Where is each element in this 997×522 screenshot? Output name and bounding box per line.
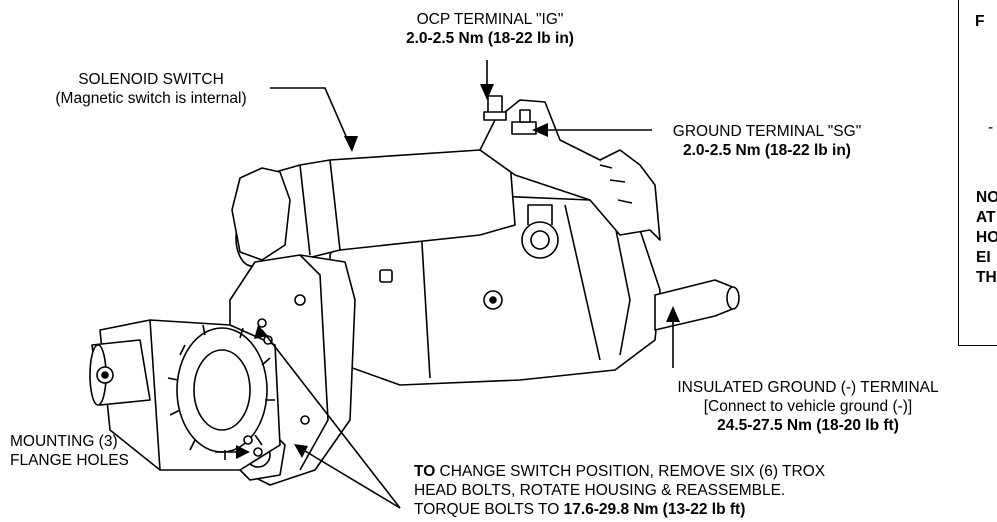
side-note-line-5: TH [976,269,997,286]
ocp-terminal-name: OCP TERMINAL "IG" [416,11,564,28]
switch-position-prefix: TORQUE BOLTS TO [414,501,564,518]
solenoid-switch-note: (Magnetic switch is internal) [55,90,247,107]
side-note-line-4: EI [976,249,991,266]
ground-terminal-torque: 2.0-2.5 Nm (18-22 lb in) [683,142,851,159]
solenoid-switch-label: SOLENOID SWITCH (Magnetic switch is inte… [12,70,290,108]
ground-terminal-stud [511,121,537,135]
insulated-ground-torque: 24.5-27.5 Nm (18-20 lb ft) [717,417,899,434]
side-note-dash: - [988,119,994,136]
switch-position-line1: TO CHANGE SWITCH POSITION, REMOVE SIX (6… [414,462,825,481]
switch-position-line3: TORQUE BOLTS TO 17.6-29.8 Nm (13-22 lb f… [414,500,825,519]
switch-position-line2: HEAD BOLTS, ROTATE HOUSING & REASSEMBLE. [414,482,786,499]
side-note-line-1: NO [976,189,997,206]
switch-position-value: 17.6-29.8 Nm (13-22 lb ft) [563,501,746,518]
ground-terminal-label: GROUND TERMINAL "SG" 2.0-2.5 Nm (18-22 l… [662,122,872,160]
switch-position-label: TO CHANGE SWITCH POSITION, REMOVE SIX (6… [414,462,825,519]
solenoid-leader [270,87,353,151]
ocp-terminal-torque: 2.0-2.5 Nm (18-22 lb in) [406,30,574,47]
side-note-line-2: AT [976,209,996,226]
ocp-terminal-label: OCP TERMINAL "IG" 2.0-2.5 Nm (18-22 lb i… [405,10,575,48]
insulated-ground-name: INSULATED GROUND (-) TERMINAL [677,379,939,396]
mounting-holes-line2: FLANGE HOLES [10,452,129,469]
switch-position-text1: CHANGE SWITCH POSITION, REMOVE SIX (6) T… [435,463,826,480]
side-note-line-3: HO [976,229,997,246]
bolt-leader-1 [299,447,401,509]
insulated-ground-note: [Connect to vehicle ground (-)] [703,398,913,415]
bolt-leader-2 [261,329,401,509]
solenoid-cap [231,167,291,261]
mounting-holes-line1: MOUNTING (3) [10,433,118,450]
side-note-top: F [975,13,985,30]
ground-terminal-name: GROUND TERMINAL "SG" [672,123,862,140]
insulated-ground-label: INSULATED GROUND (-) TERMINAL [Connect t… [618,378,997,435]
mounting-holes-label: MOUNTING (3) FLANGE HOLES [10,432,129,470]
switch-position-lead: TO [414,463,436,480]
solenoid-switch-name: SOLENOID SWITCH [78,71,224,88]
side-note-box [958,0,997,346]
insulated-ground-stud [654,279,736,331]
